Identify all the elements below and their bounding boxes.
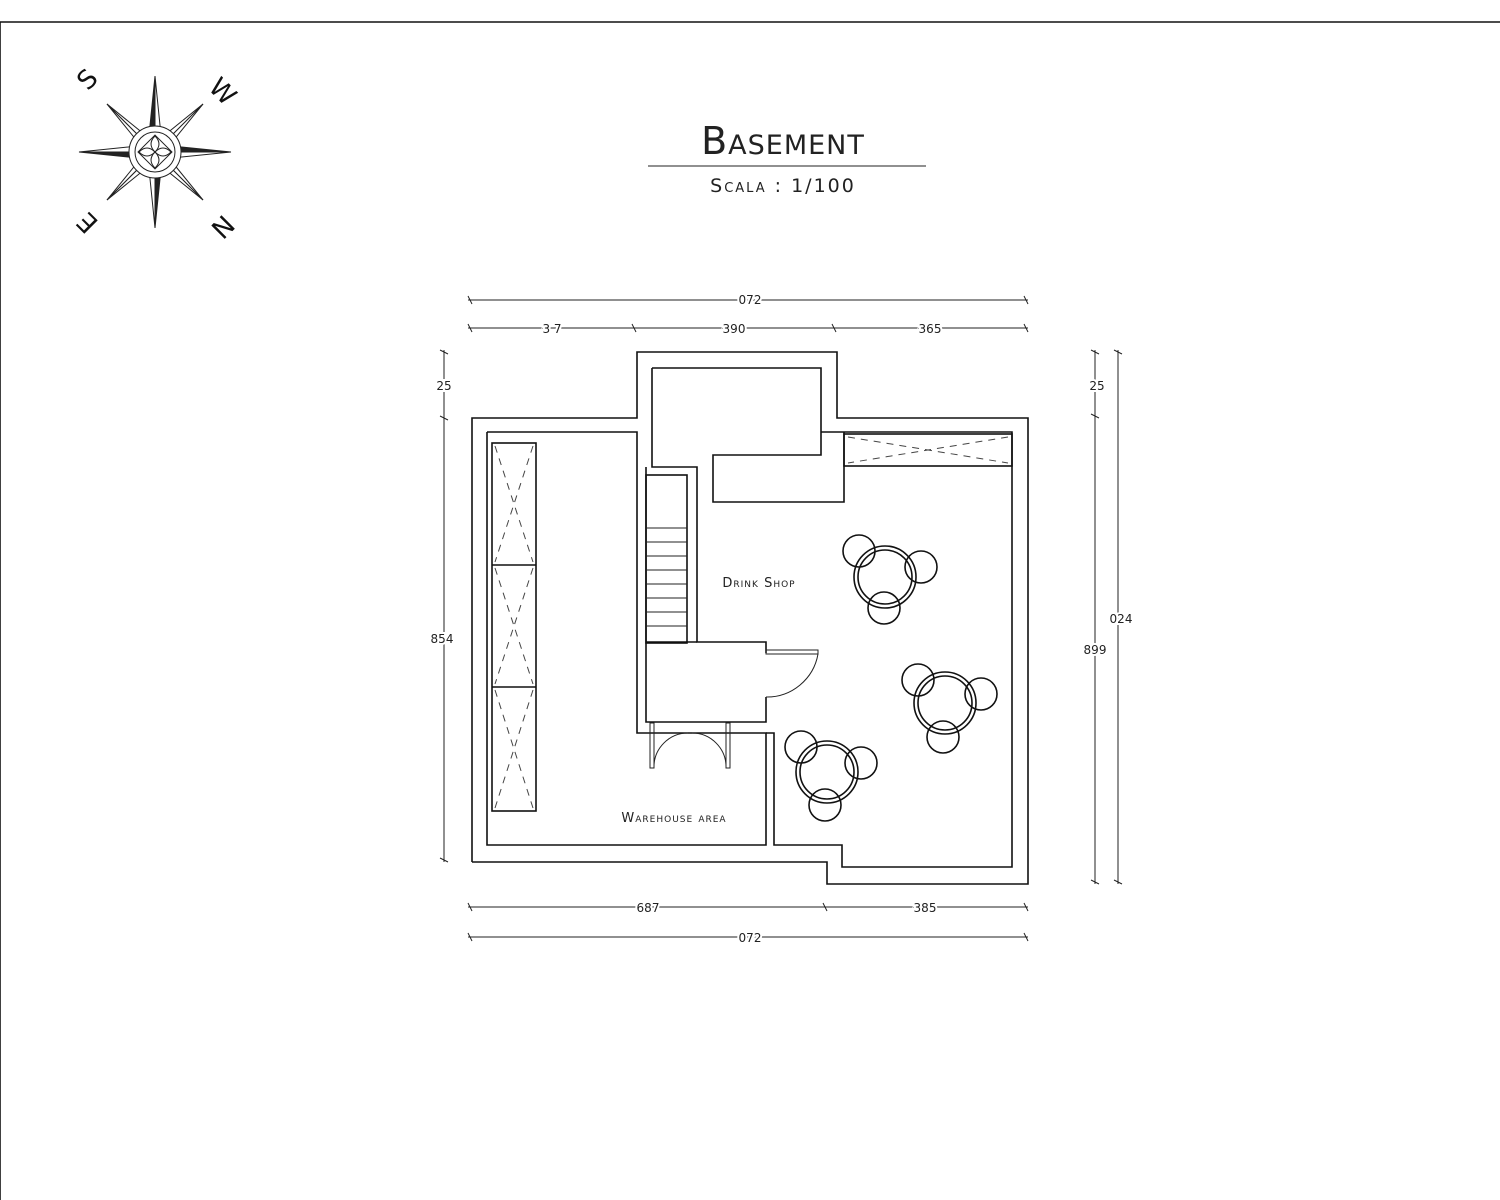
compass-label-e: E (72, 206, 105, 239)
plan-title: Basement (701, 119, 865, 163)
dim-bottom-a: 687 (637, 901, 660, 915)
scale-label: Scala : 1/100 (710, 175, 856, 197)
dim-bottom-total: 072 (739, 931, 762, 945)
dim-right-a: 899 (1084, 643, 1107, 657)
room-label-drink-shop: Drink Shop (722, 576, 795, 591)
dim-bottom-b: 385 (914, 901, 937, 915)
table-set-1 (842, 534, 938, 625)
dim-top-c: 365 (919, 322, 942, 336)
warehouse-shelving (491, 442, 537, 812)
dim-right-step: 25 (1089, 379, 1104, 393)
dim-right-b: 024 (1110, 612, 1133, 626)
compass-label-s: S (72, 64, 105, 97)
staircase (645, 474, 688, 644)
room-label-warehouse: Warehouse area (621, 811, 726, 826)
table-set-3 (784, 730, 878, 822)
table-set-2 (901, 663, 998, 754)
building-walls (471, 351, 1029, 885)
dim-top-b: 390 (723, 322, 746, 336)
dimension-lines (439, 295, 1123, 942)
sheet-border (0, 21, 1500, 1200)
dim-left-total: 854 (431, 632, 454, 646)
compass-label-w: W (202, 72, 241, 111)
shop-door[interactable] (765, 649, 819, 698)
compass-label-n: N (205, 209, 240, 244)
dim-left-step: 25 (436, 379, 451, 393)
dim-top-a: 3 7 (542, 322, 561, 336)
compass-rose (78, 75, 232, 229)
double-door[interactable] (649, 722, 731, 769)
bar-counter (843, 433, 1013, 467)
dim-top-total: 072 (739, 293, 762, 307)
